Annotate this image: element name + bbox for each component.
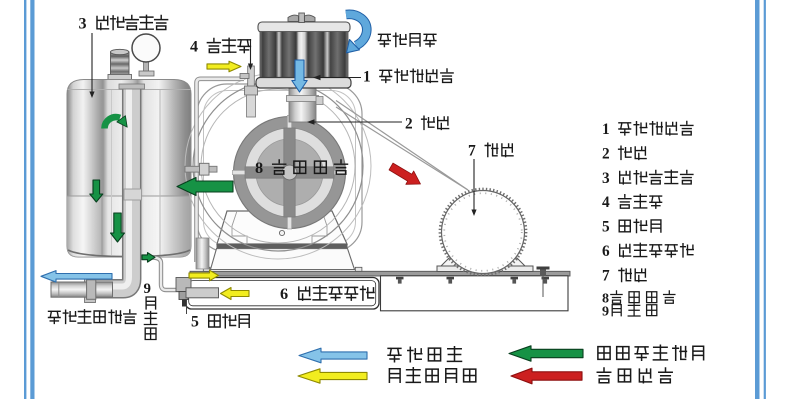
svg-text:7: 7 xyxy=(468,143,476,160)
svg-text:4: 4 xyxy=(602,194,610,211)
svg-text:9: 9 xyxy=(602,303,609,319)
svg-text:3: 3 xyxy=(602,170,610,187)
svg-text:1: 1 xyxy=(363,68,371,85)
svg-text:4: 4 xyxy=(190,39,198,56)
svg-text:9: 9 xyxy=(144,281,151,297)
svg-text:2: 2 xyxy=(405,115,413,132)
svg-text:8: 8 xyxy=(602,290,609,306)
svg-text:1: 1 xyxy=(602,121,610,138)
svg-text:7: 7 xyxy=(602,267,610,284)
svg-text:2: 2 xyxy=(602,145,610,162)
svg-text:3: 3 xyxy=(79,16,87,33)
svg-text:6: 6 xyxy=(602,243,610,260)
svg-text:6: 6 xyxy=(280,284,288,303)
svg-text:5: 5 xyxy=(191,314,199,331)
svg-text:8: 8 xyxy=(255,158,263,177)
svg-text:5: 5 xyxy=(602,219,610,236)
